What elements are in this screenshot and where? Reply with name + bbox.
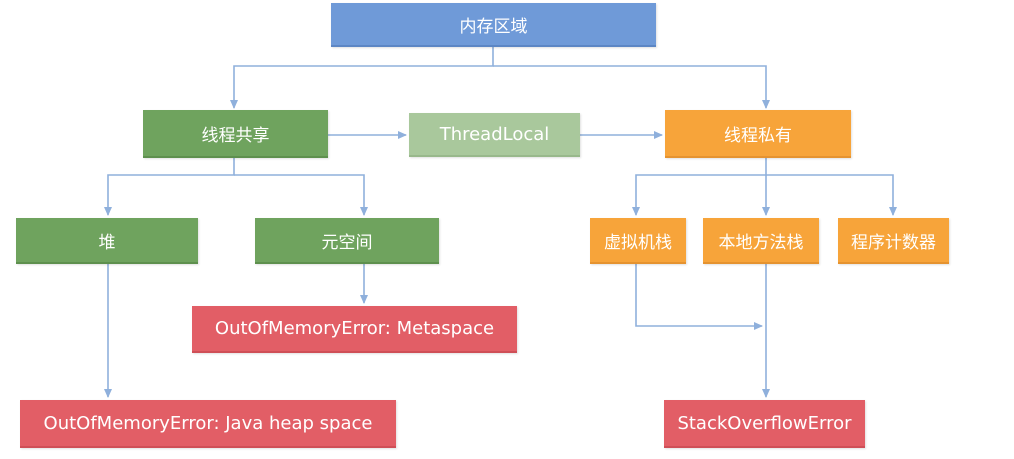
edge-shared-to-metaspace (234, 174, 368, 216)
node-threadlocal: ThreadLocal (409, 113, 580, 157)
node-vm-stack: 虚拟机栈 (590, 218, 686, 264)
edge-root-to-shared (230, 47, 494, 109)
node-thread-private: 线程私有 (665, 110, 851, 158)
node-oom-heap: OutOfMemoryError: Java heap space (20, 400, 396, 448)
node-thread-shared: 线程共享 (143, 110, 328, 158)
node-vm-stack-label: 虚拟机栈 (604, 232, 672, 253)
node-memory-area-label: 内存区域 (459, 16, 528, 37)
node-heap-label: 堆 (98, 232, 116, 253)
node-heap: 堆 (16, 218, 198, 264)
node-metaspace-label: 元空间 (321, 232, 373, 253)
node-metaspace: 元空间 (255, 218, 439, 264)
edge-private-to-vmstack (632, 158, 767, 216)
node-program-counter-label: 程序计数器 (851, 232, 936, 253)
node-threadlocal-label: ThreadLocal (439, 123, 550, 145)
node-program-counter: 程序计数器 (838, 218, 949, 264)
node-thread-private-label: 线程私有 (724, 125, 792, 146)
node-native-method-stack: 本地方法栈 (703, 218, 819, 264)
edge-vmstack-to-junction (635, 264, 763, 330)
edge-root-to-private (493, 65, 770, 109)
node-stack-overflow: StackOverflowError (664, 400, 865, 448)
node-oom-metaspace: OutOfMemoryError: Metaspace (192, 306, 517, 353)
node-thread-shared-label: 线程共享 (201, 125, 270, 146)
edge-private-to-pc (766, 174, 897, 216)
node-stack-overflow-label: StackOverflowError (677, 412, 852, 434)
node-oom-metaspace-label: OutOfMemoryError: Metaspace (214, 318, 495, 339)
edge-shared-to-heap (104, 158, 235, 216)
node-oom-heap-label: OutOfMemoryError: Java heap space (43, 412, 373, 434)
node-memory-area: 内存区域 (331, 3, 656, 47)
node-native-method-stack-label: 本地方法栈 (718, 232, 804, 253)
